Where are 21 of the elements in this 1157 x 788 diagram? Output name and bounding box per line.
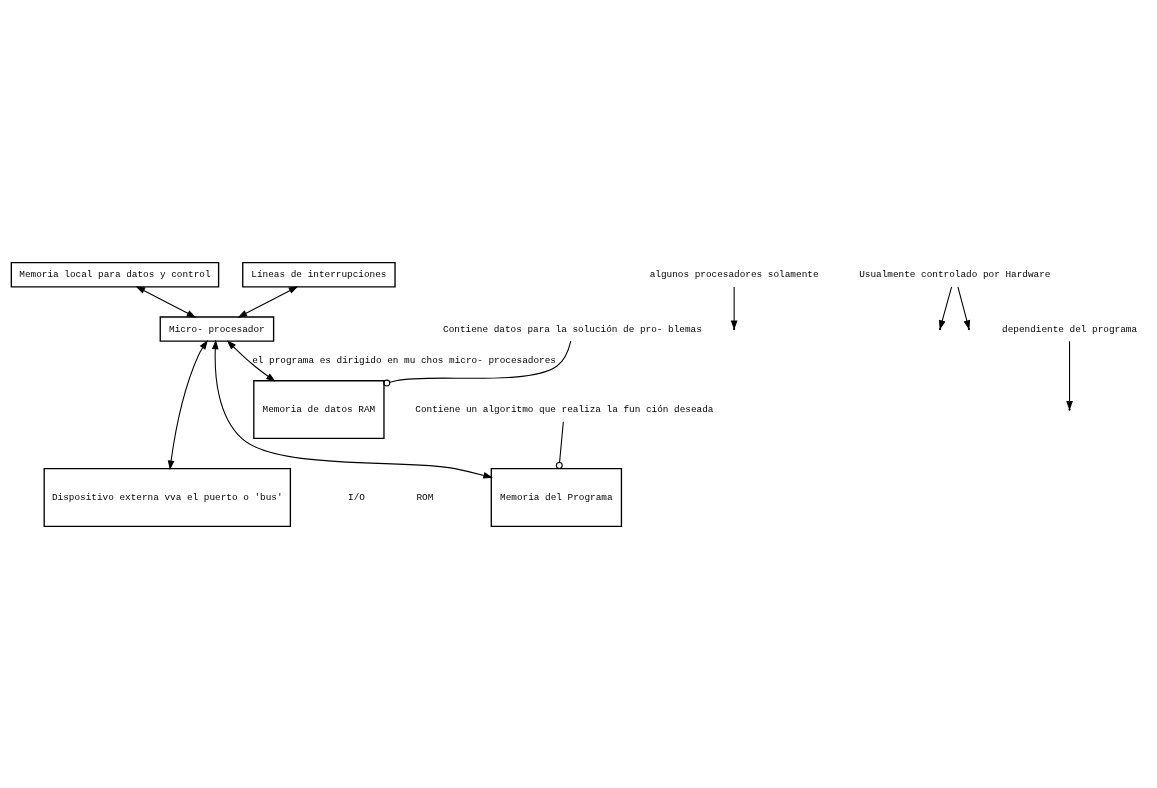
node-box: Memoria del Programa <box>490 467 623 527</box>
arrow <box>135 285 197 318</box>
node-text: dependiente del programa <box>1002 323 1138 335</box>
edge-label: el programa es dirigido en mu chos micro- procesadores <box>252 354 556 366</box>
node-text: Contiene datos para la solución de pro- blemas <box>443 323 702 335</box>
node-box: Memoria de datos RAM <box>253 379 385 439</box>
label: ROM <box>416 491 434 503</box>
node-text: algunos procesadores solamente <box>649 268 819 280</box>
arrow <box>211 339 493 479</box>
node-box: Micro- procesador <box>159 315 275 342</box>
node-box: Líneas de interrupciones <box>242 261 396 287</box>
arrow <box>167 339 208 470</box>
label: I/O <box>348 491 365 503</box>
node-box: Memoria local para datos y control <box>10 261 220 287</box>
arrow <box>226 339 276 382</box>
node-text: Contiene un algoritmo que realiza la fun ción deseada <box>415 403 714 415</box>
node-text: Usualmente controlado por Hardware <box>859 268 1051 280</box>
arrow <box>237 285 299 318</box>
connector <box>555 420 564 469</box>
node-box: Dispositivo externa vva el puerto o 'bus' <box>43 467 292 527</box>
connector <box>383 340 572 387</box>
